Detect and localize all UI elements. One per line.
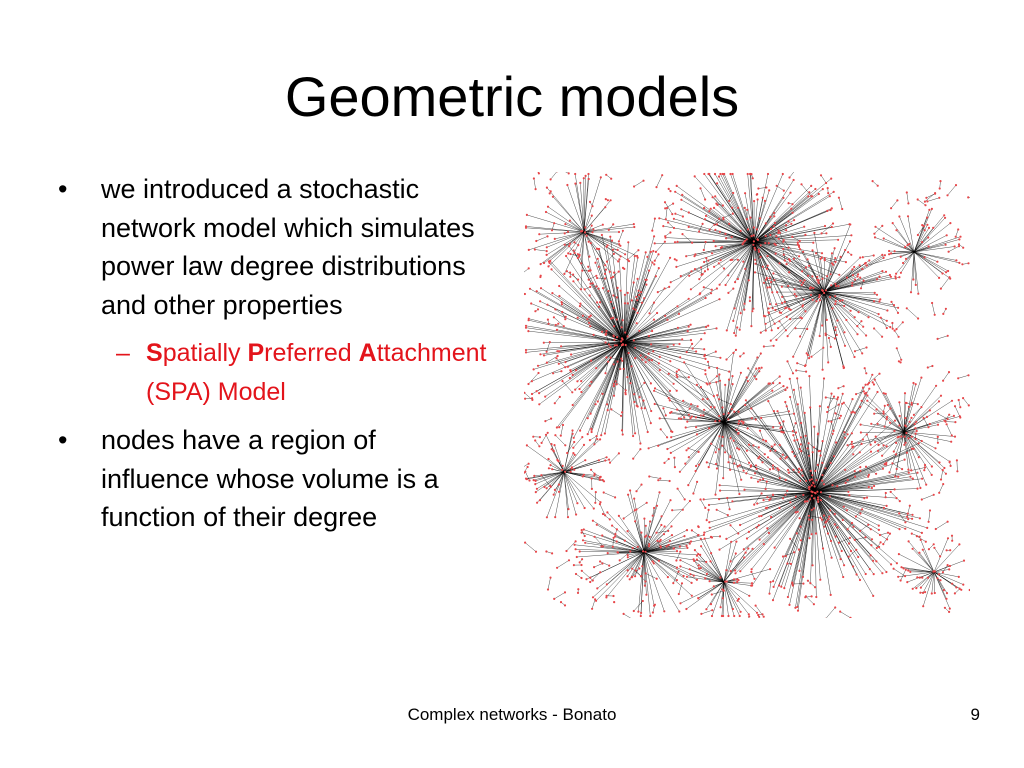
sub-bullet-item: – Spatially Preferred Attachment (SPA) M… — [58, 334, 488, 411]
bullet-marker: • — [58, 174, 68, 204]
sub-bullet-text: patially — [162, 339, 248, 367]
footer-text: Complex networks - Bonato — [407, 705, 617, 724]
slide-title: Geometric models — [284, 65, 740, 128]
network-edges — [524, 172, 970, 618]
sub-bullet-text: ttachment (SPA) Model — [146, 339, 487, 406]
acronym-letter-s: S — [146, 339, 163, 367]
page-number: 9 — [970, 705, 980, 724]
bullet-marker: • — [58, 425, 68, 455]
sub-bullet-marker: – — [116, 339, 130, 367]
bullet-item: • nodes have a region of influence whose… — [58, 421, 488, 537]
bullet-text: we introduced a stochastic network model… — [101, 174, 475, 320]
bullet-list: • we introduced a stochastic network mod… — [58, 170, 488, 547]
bullet-item: • we introduced a stochastic network mod… — [58, 170, 488, 324]
acronym-letter-p: P — [247, 339, 265, 367]
network-graph-image — [524, 172, 970, 618]
acronym-letter-a: A — [358, 339, 377, 367]
bullet-text: nodes have a region of influence whose v… — [101, 425, 439, 532]
sub-bullet-text: referred — [264, 339, 359, 367]
network-nodes — [524, 172, 970, 618]
